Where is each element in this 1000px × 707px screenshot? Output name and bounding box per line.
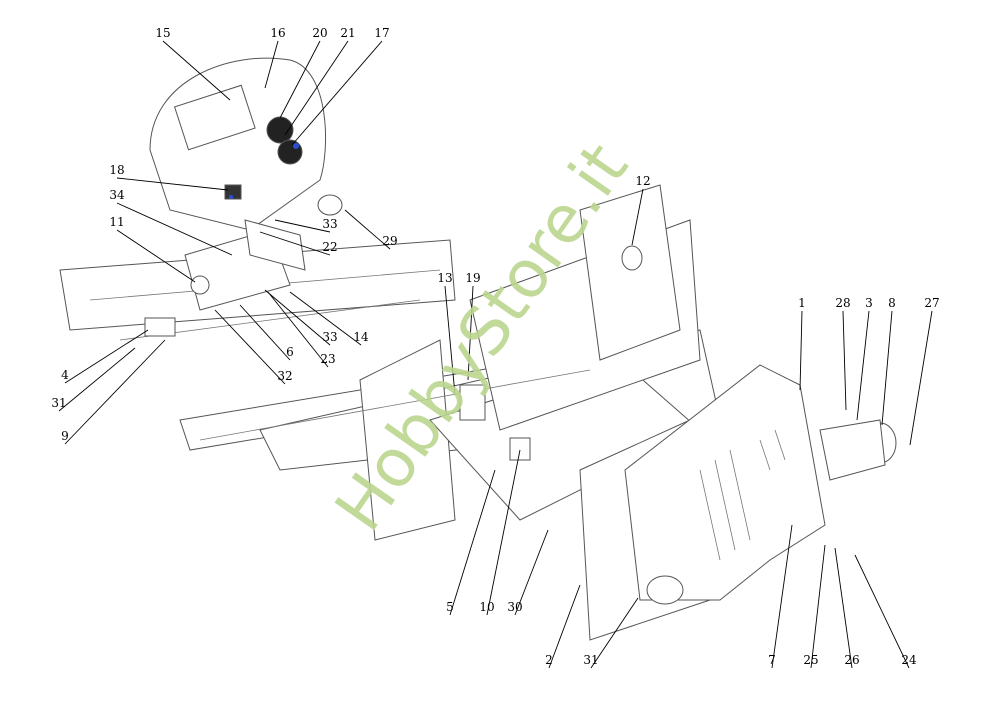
callout-label: 9 — [61, 429, 69, 443]
callout-label: 18 — [109, 163, 124, 177]
callout-label: 30 — [507, 600, 522, 614]
callout-label: 34 — [109, 188, 125, 202]
leader-line — [449, 469, 496, 616]
callout-label: 14 — [353, 330, 369, 344]
callout-label: 20 — [312, 26, 327, 40]
leader-line — [162, 40, 231, 101]
callout-label: 32 — [277, 369, 292, 383]
callout-label: 33 — [322, 217, 337, 231]
leader-line — [58, 347, 136, 412]
leader-line — [116, 202, 233, 256]
callout-label: 8 — [888, 296, 896, 310]
leader-line — [279, 40, 321, 119]
leader-line — [810, 544, 826, 669]
leader-line — [259, 231, 331, 256]
bracket-assembly — [144, 194, 643, 337]
leader-line — [239, 304, 291, 361]
leader-line — [274, 219, 331, 233]
callout-label: 21 — [340, 26, 355, 40]
callout-label: 24 — [901, 653, 917, 667]
leader-line — [856, 310, 870, 421]
callout-label: 23 — [320, 352, 335, 366]
side-plate — [459, 364, 897, 605]
leader-line — [842, 310, 847, 411]
leader-line — [284, 40, 349, 136]
leader-line — [834, 547, 853, 669]
callout-label: 3 — [865, 296, 873, 310]
callout-label: 11 — [109, 215, 124, 229]
leader-line — [881, 310, 893, 426]
callout-label: 4 — [61, 368, 69, 382]
leader-line — [467, 285, 474, 381]
leader-line — [64, 329, 149, 384]
leader-line — [444, 285, 456, 396]
callout-label: 22 — [322, 240, 337, 254]
leader-line — [64, 339, 166, 445]
callout-label: 26 — [844, 653, 859, 667]
callout-label: 7 — [768, 653, 776, 667]
leader-line — [799, 310, 803, 391]
leader-line — [291, 40, 383, 146]
leader-line — [289, 291, 362, 346]
leader-line — [267, 291, 329, 368]
leader-line — [344, 209, 391, 250]
callout-label: 6 — [286, 345, 294, 359]
leader-line — [116, 177, 229, 191]
callout-label: 5 — [446, 600, 454, 614]
leader-line — [631, 188, 644, 246]
leader-line — [590, 597, 639, 669]
callout-label: 28 — [835, 296, 850, 310]
leader-line — [486, 449, 521, 616]
callout-label: 29 — [382, 234, 397, 248]
leader-line — [548, 584, 581, 669]
callout-label: 13 — [437, 271, 452, 285]
callout-label: 25 — [803, 653, 818, 667]
callout-label: 16 — [270, 26, 285, 40]
leader-line — [771, 524, 793, 669]
callout-label: 10 — [479, 600, 494, 614]
callout-label: 17 — [374, 26, 389, 40]
callout-label: 31 — [51, 396, 66, 410]
leader-line — [264, 289, 331, 346]
callout-label: 15 — [155, 26, 170, 40]
dashboard-console — [149, 57, 327, 231]
callout-label: 27 — [924, 296, 939, 310]
callout-label: 19 — [465, 271, 480, 285]
callout-label: 31 — [583, 653, 598, 667]
leader-line — [854, 554, 910, 669]
leader-line — [909, 310, 933, 446]
callout-label: 2 — [545, 653, 553, 667]
leader-line — [116, 229, 196, 283]
callout-label: 33 — [322, 330, 337, 344]
callout-label: 1 — [798, 296, 806, 310]
callout-label: 12 — [635, 174, 650, 188]
leader-line — [214, 309, 286, 385]
leader-line — [264, 40, 279, 89]
leader-line — [514, 529, 549, 616]
